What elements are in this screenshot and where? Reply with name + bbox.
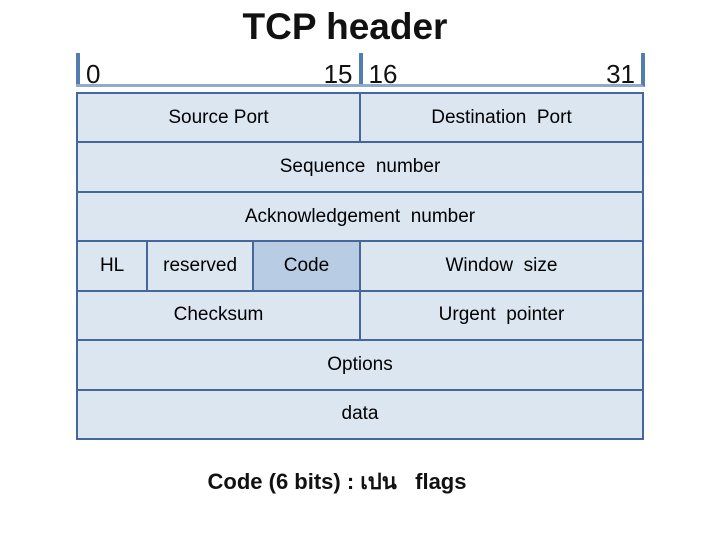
field-cell-window-size: Window size xyxy=(359,241,643,291)
field-cell-code: Code xyxy=(253,241,360,291)
caption-text: Code (6 bits) : เปน flags xyxy=(207,469,467,494)
bit-label-0: 0 xyxy=(86,59,101,89)
table-row: Options xyxy=(77,340,643,390)
page-title: TCP header xyxy=(242,6,448,47)
field-cell-source-port: Source Port xyxy=(77,93,360,143)
bit-scale-right-half: 16 31 xyxy=(358,53,642,89)
field-cell-destination-port: Destination Port xyxy=(360,93,643,143)
field-cell-options: Options xyxy=(77,340,643,390)
bit-label-15: 15 xyxy=(323,59,353,89)
field-cell-reserved: reserved xyxy=(147,241,253,291)
field-cell-hl: HL xyxy=(77,241,148,291)
field-cell-acknowledgement-number: Acknowledgement number xyxy=(77,191,643,242)
field-cell-urgent-pointer: Urgent pointer xyxy=(360,290,643,341)
table-row: Acknowledgement number xyxy=(77,191,643,242)
field-cell-checksum: Checksum xyxy=(77,290,360,341)
bit-scale-left-half: 0 15 xyxy=(76,53,359,89)
field-cell-sequence-number: Sequence number xyxy=(77,142,643,192)
table-row: Sequence number xyxy=(77,142,643,192)
bit-scale: 0 15 16 31 xyxy=(76,53,645,87)
bit-label-16: 16 xyxy=(368,59,398,89)
table-row: data xyxy=(77,389,643,439)
field-cell-data: data xyxy=(77,389,643,439)
bit-label-31: 31 xyxy=(606,59,635,89)
